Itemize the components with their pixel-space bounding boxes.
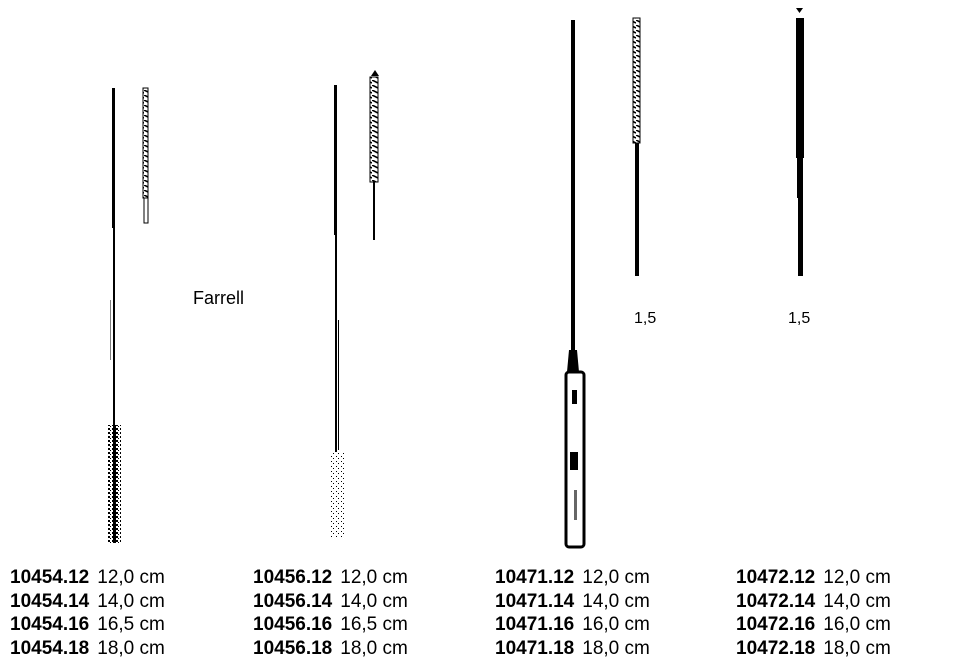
farrell-label: Farrell [193, 288, 245, 308]
catalog-row: 10471.14 14,0 cm [495, 590, 650, 614]
catalog-row: 10471.16 16,0 cm [495, 613, 650, 637]
length: 12,0 cm [582, 567, 650, 588]
length: 18,0 cm [823, 637, 891, 659]
catalog-column-10471: 10471.12 12,0 cm 10471.14 14,0 cm 10471.16… [495, 566, 650, 660]
instrument-10471 [564, 17, 641, 549]
instruments-illustration [108, 8, 804, 549]
catalog-row: 10456.16 16,5 cm [253, 613, 408, 637]
length: 16,0 cm [582, 614, 650, 635]
article-number: 10456.14 [253, 590, 333, 612]
article-number: 10471.18 [495, 637, 575, 659]
length: 14,0 cm [823, 590, 891, 612]
length: 18,0 cm [97, 637, 165, 659]
instrument-10454 [108, 87, 149, 543]
catalog-row: 10454.18 18,0 cm [10, 637, 165, 661]
article-number: 10454.12 [10, 567, 90, 588]
catalog-row: 10471.18 18,0 cm [495, 637, 650, 661]
article-number: 10471.12 [495, 567, 575, 588]
length: 18,0 cm [340, 637, 408, 659]
length: 14,0 cm [97, 590, 165, 612]
catalog-row: 10472.16 16,0 cm [736, 613, 891, 637]
article-number: 10471.14 [495, 590, 575, 612]
article-number: 10456.16 [253, 614, 333, 635]
article-number: 10456.18 [253, 637, 333, 659]
instrument-10456 [331, 70, 379, 537]
length: 14,0 cm [340, 590, 408, 612]
dimension-label: 1,5 [788, 310, 811, 327]
length: 18,0 cm [582, 637, 650, 659]
article-number: 10454.18 [10, 637, 90, 659]
catalog-row: 10471.12 12,0 cm [495, 566, 650, 590]
instrument-10472 [796, 8, 804, 276]
article-number: 10472.14 [736, 590, 816, 612]
dimension-label: 1,5 [634, 310, 657, 327]
catalog-row: 10472.18 18,0 cm [736, 637, 891, 661]
article-number: 10472.16 [736, 614, 816, 635]
catalog-column-10456: 10456.12 12,0 cm 10456.14 14,0 cm 10456.16… [253, 566, 408, 660]
catalog-row: 10454.12 12,0 cm [10, 566, 165, 590]
length: 16,5 cm [340, 614, 408, 635]
article-number: 10454.14 [10, 590, 90, 612]
length: 16,0 cm [823, 614, 891, 635]
catalog-row: 10456.18 18,0 cm [253, 637, 408, 661]
length: 12,0 cm [97, 567, 165, 588]
article-number: 10472.18 [736, 637, 816, 659]
article-number: 10471.16 [495, 614, 575, 635]
length: 14,0 cm [582, 590, 650, 612]
length: 12,0 cm [340, 567, 408, 588]
article-number: 10454.16 [10, 614, 90, 635]
catalog-row: 10456.14 14,0 cm [253, 590, 408, 614]
catalog-row: 10456.12 12,0 cm [253, 566, 408, 590]
catalog-row: 10454.16 16,5 cm [10, 613, 165, 637]
length: 12,0 cm [823, 567, 891, 588]
catalog-row: 10472.14 14,0 cm [736, 590, 891, 614]
length: 16,5 cm [97, 614, 165, 635]
catalog-column-10472: 10472.12 12,0 cm 10472.14 14,0 cm 10472.16… [736, 566, 891, 660]
article-number: 10456.12 [253, 567, 333, 588]
catalog-row: 10454.14 14,0 cm [10, 590, 165, 614]
article-number: 10472.12 [736, 567, 816, 588]
catalog-column-10454: 10454.12 12,0 cm 10454.14 14,0 cm 10454.16… [10, 566, 165, 660]
catalog-row: 10472.12 12,0 cm [736, 566, 891, 590]
